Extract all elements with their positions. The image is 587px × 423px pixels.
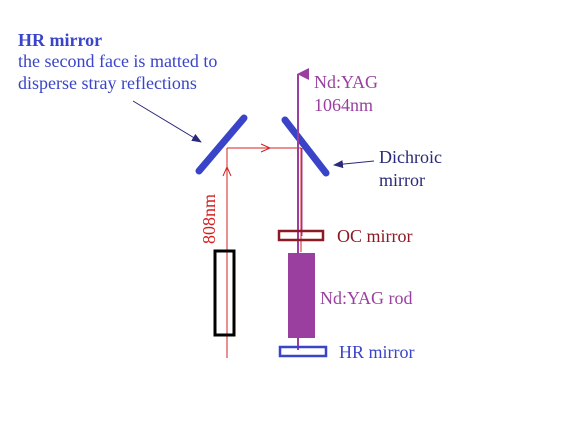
- oc-mirror-label: OC mirror: [337, 226, 413, 246]
- output-label-line1: Nd:YAG: [314, 72, 378, 92]
- hr-mirror-note-line2: disperse stray reflections: [18, 73, 197, 93]
- pump-beam-horizontal-arrowhead: [260, 143, 272, 153]
- laser-diode: [213, 249, 236, 337]
- hr-mirror-note-line1: the second face is matted to: [18, 51, 217, 71]
- dichroic-label-line2: mirror: [379, 170, 425, 190]
- hr-mirror-bottom-label: HR mirror: [339, 342, 415, 362]
- rod-label: Nd:YAG rod: [320, 288, 413, 308]
- dichroic-label-line1: Dichroic: [379, 147, 442, 167]
- dichroic-mirror: [281, 116, 330, 177]
- hr-mirror-bottom: [278, 345, 328, 358]
- hr-mirror-title: HR mirror: [18, 30, 102, 50]
- pump-beam-arrowhead: [222, 165, 232, 177]
- ndyag-rod: [288, 253, 315, 338]
- hr-mirror-leader: [132, 100, 202, 143]
- hr-folding-mirror: [195, 114, 248, 175]
- dichroic-leader: [333, 160, 375, 169]
- oc-mirror: [277, 229, 325, 242]
- pump-wavelength-label: 808nm: [199, 194, 219, 244]
- output-label-line2: 1064nm: [314, 95, 373, 115]
